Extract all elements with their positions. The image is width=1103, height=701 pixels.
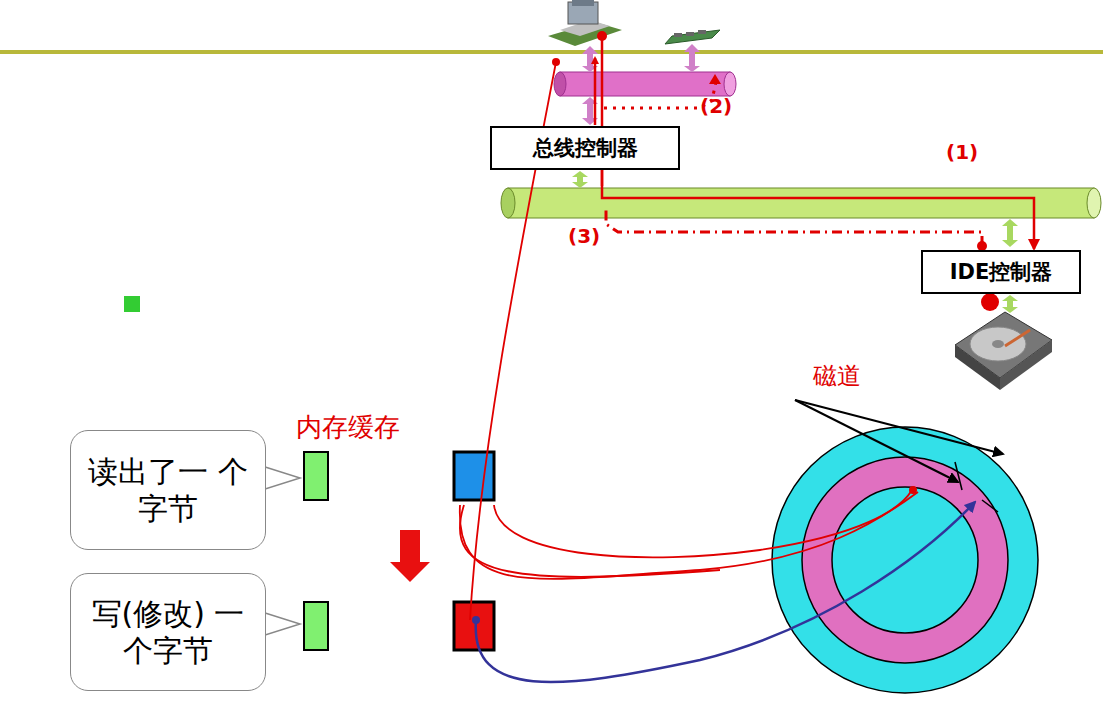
bus-arrowheads xyxy=(582,44,700,125)
cache-block xyxy=(454,452,494,500)
path-dot xyxy=(597,31,607,41)
track-leaders xyxy=(795,400,1003,482)
track-label: 磁道 xyxy=(813,360,861,392)
disk-platter xyxy=(772,427,1038,693)
hard-disk-icon xyxy=(955,312,1052,390)
callout-number: (2) xyxy=(700,94,732,118)
bubble-tail xyxy=(262,612,300,636)
node-text: 总线控制器 xyxy=(533,135,638,161)
memory-bus xyxy=(554,72,736,96)
block-mapping xyxy=(460,62,918,620)
ram-icon xyxy=(665,30,720,44)
down-arrow xyxy=(390,530,430,582)
system-bus xyxy=(501,188,1101,218)
header-rule xyxy=(0,50,1103,54)
bullet xyxy=(124,296,140,312)
path-dot xyxy=(981,293,999,311)
cpu-icon xyxy=(548,0,622,46)
callout-number: (1) xyxy=(944,140,980,164)
write-byte xyxy=(304,602,328,650)
callout-bubble: 写(修改) 一个字节 xyxy=(70,573,266,691)
node-text: 写(修改) 一个字节 xyxy=(81,595,255,670)
cache-block-modified xyxy=(454,602,494,650)
bubble-tail xyxy=(262,466,300,490)
dma-path xyxy=(604,82,716,108)
cache-label: 内存缓存 xyxy=(296,410,400,445)
write-back xyxy=(476,502,975,682)
read-byte xyxy=(304,452,328,500)
path-dot xyxy=(909,486,917,494)
dma-arrowhead xyxy=(709,74,721,84)
bus-controller-box: 总线控制器 xyxy=(490,126,680,170)
node-text: 读出了一 个字节 xyxy=(81,453,255,528)
request-connector xyxy=(602,170,1034,249)
interrupt-path xyxy=(606,206,982,246)
callout-bubble: 读出了一 个字节 xyxy=(70,430,266,550)
callout-number: (3) xyxy=(568,224,600,248)
ide-controller-box: IDE控制器 xyxy=(921,250,1081,294)
node-text: IDE控制器 xyxy=(950,259,1053,285)
